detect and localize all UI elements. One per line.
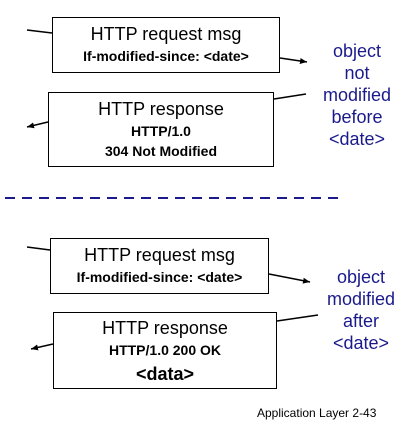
request-header: If-modified-since: <date> xyxy=(83,48,249,64)
response-title: HTTP response xyxy=(102,318,228,338)
top-request-in-line xyxy=(26,29,53,34)
bottom-request-out-arrow xyxy=(268,273,311,284)
top-response-box: HTTP response HTTP/1.0 304 Not Modified xyxy=(48,92,274,167)
bottom-response-out-arrow xyxy=(30,343,54,351)
response-status-line: HTTP/1.0 200 OK xyxy=(108,342,222,358)
response-status-line: HTTP/1.0 xyxy=(131,123,191,139)
bottom-note: object modified after <date> xyxy=(326,267,396,353)
top-response-in-line xyxy=(273,93,307,100)
top-request-box: HTTP request msg If-modified-since: <dat… xyxy=(52,17,280,73)
request-header: If-modified-since: <date> xyxy=(76,269,243,285)
top-request-out-arrow xyxy=(279,57,308,64)
bottom-request-box: HTTP request msg If-modified-since: <dat… xyxy=(50,238,269,294)
response-body: <data> xyxy=(135,364,195,384)
top-note: object not modified before <date> xyxy=(322,41,392,149)
response-title: HTTP response xyxy=(98,99,224,119)
response-status: 304 Not Modified xyxy=(104,143,217,159)
request-title: HTTP request msg xyxy=(90,24,242,44)
footer-label: Application Layer 2-43 xyxy=(257,406,377,420)
bottom-request-in-line xyxy=(26,246,51,251)
bottom-response-in-line xyxy=(276,314,319,322)
bottom-response-box: HTTP response HTTP/1.0 200 OK <data> xyxy=(53,312,277,389)
request-title: HTTP request msg xyxy=(84,245,235,265)
top-response-out-arrow xyxy=(26,121,49,129)
